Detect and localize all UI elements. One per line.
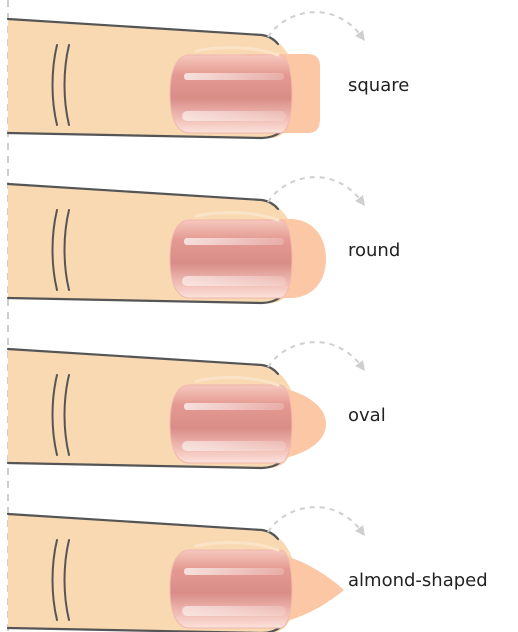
- shape-label-square: square: [348, 75, 409, 96]
- nail-shine: [182, 441, 286, 451]
- nail-shine: [184, 403, 284, 410]
- finger-square: square: [8, 12, 409, 138]
- curved-dashed-arrow-icon: [268, 177, 362, 202]
- nail-shine: [184, 238, 284, 245]
- nail-shine: [182, 111, 286, 121]
- curved-dashed-arrow-icon: [268, 12, 362, 37]
- nail-bed: [170, 55, 292, 133]
- finger-round: round: [8, 177, 400, 303]
- finger-oval: oval: [8, 342, 386, 468]
- shape-label-almond: almond-shaped: [348, 570, 488, 591]
- finger-almond: almond-shaped: [8, 507, 488, 632]
- shape-label-oval: oval: [348, 405, 386, 426]
- curved-dashed-arrow-icon: [268, 507, 362, 532]
- shape-label-round: round: [348, 240, 400, 261]
- nail-bed: [170, 220, 292, 298]
- curved-dashed-arrow-icon: [268, 342, 362, 367]
- nail-shine: [182, 276, 286, 286]
- nail-shine: [182, 606, 286, 616]
- nail-shine: [184, 73, 284, 80]
- nail-shine: [184, 568, 284, 575]
- nail-bed: [170, 385, 292, 463]
- nail-bed: [170, 550, 292, 628]
